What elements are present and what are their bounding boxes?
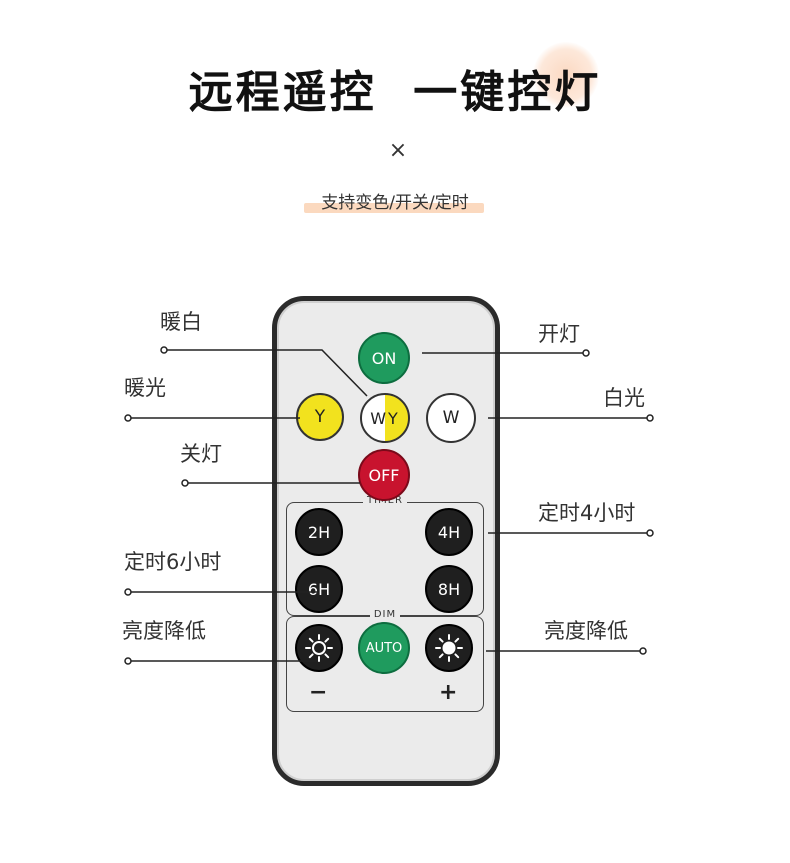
minus-symbol: − bbox=[309, 680, 328, 705]
separator-cross: × bbox=[388, 138, 408, 163]
auto-button[interactable]: AUTO bbox=[358, 622, 410, 674]
dim-group: DIM bbox=[286, 609, 484, 712]
on-button[interactable]: ON bbox=[358, 332, 410, 384]
brightness-down-button[interactable] bbox=[295, 624, 343, 672]
page-subtitle: 支持变色/开关/定时 bbox=[321, 193, 469, 213]
dim-group-label: DIM bbox=[369, 609, 401, 620]
callout-dim-left: 亮度降低 bbox=[122, 619, 206, 643]
timer-8h-button[interactable]: 8H bbox=[425, 565, 473, 613]
warm-white-button[interactable]: WY bbox=[360, 393, 410, 443]
title-decoration bbox=[533, 42, 599, 108]
callout-lamp-off: 关灯 bbox=[180, 442, 222, 466]
callout-timer-6h: 定时6小时 bbox=[124, 550, 222, 574]
yellow-button[interactable]: Y bbox=[296, 393, 344, 441]
sun-filled-icon bbox=[435, 634, 463, 662]
callout-timer-4h: 定时4小时 bbox=[538, 501, 636, 525]
timer-4h-button[interactable]: 4H bbox=[425, 508, 473, 556]
timer-2h-button[interactable]: 2H bbox=[295, 508, 343, 556]
brightness-up-button[interactable] bbox=[425, 624, 473, 672]
page-title: 远程遥控 一键控灯 bbox=[188, 67, 602, 118]
callout-warm-white: 暖白 bbox=[160, 310, 202, 334]
sun-outline-icon bbox=[305, 634, 333, 662]
callout-dim-right: 亮度降低 bbox=[544, 619, 628, 643]
white-button[interactable]: W bbox=[426, 393, 476, 443]
subtitle-highlight bbox=[304, 203, 484, 213]
callout-warm-light: 暖光 bbox=[124, 376, 166, 400]
plus-symbol: + bbox=[439, 680, 458, 705]
timer-6h-button[interactable]: 6H bbox=[295, 565, 343, 613]
off-button[interactable]: OFF bbox=[358, 449, 410, 501]
callout-lamp-on: 开灯 bbox=[538, 322, 580, 346]
callout-white-light: 白光 bbox=[603, 386, 645, 410]
